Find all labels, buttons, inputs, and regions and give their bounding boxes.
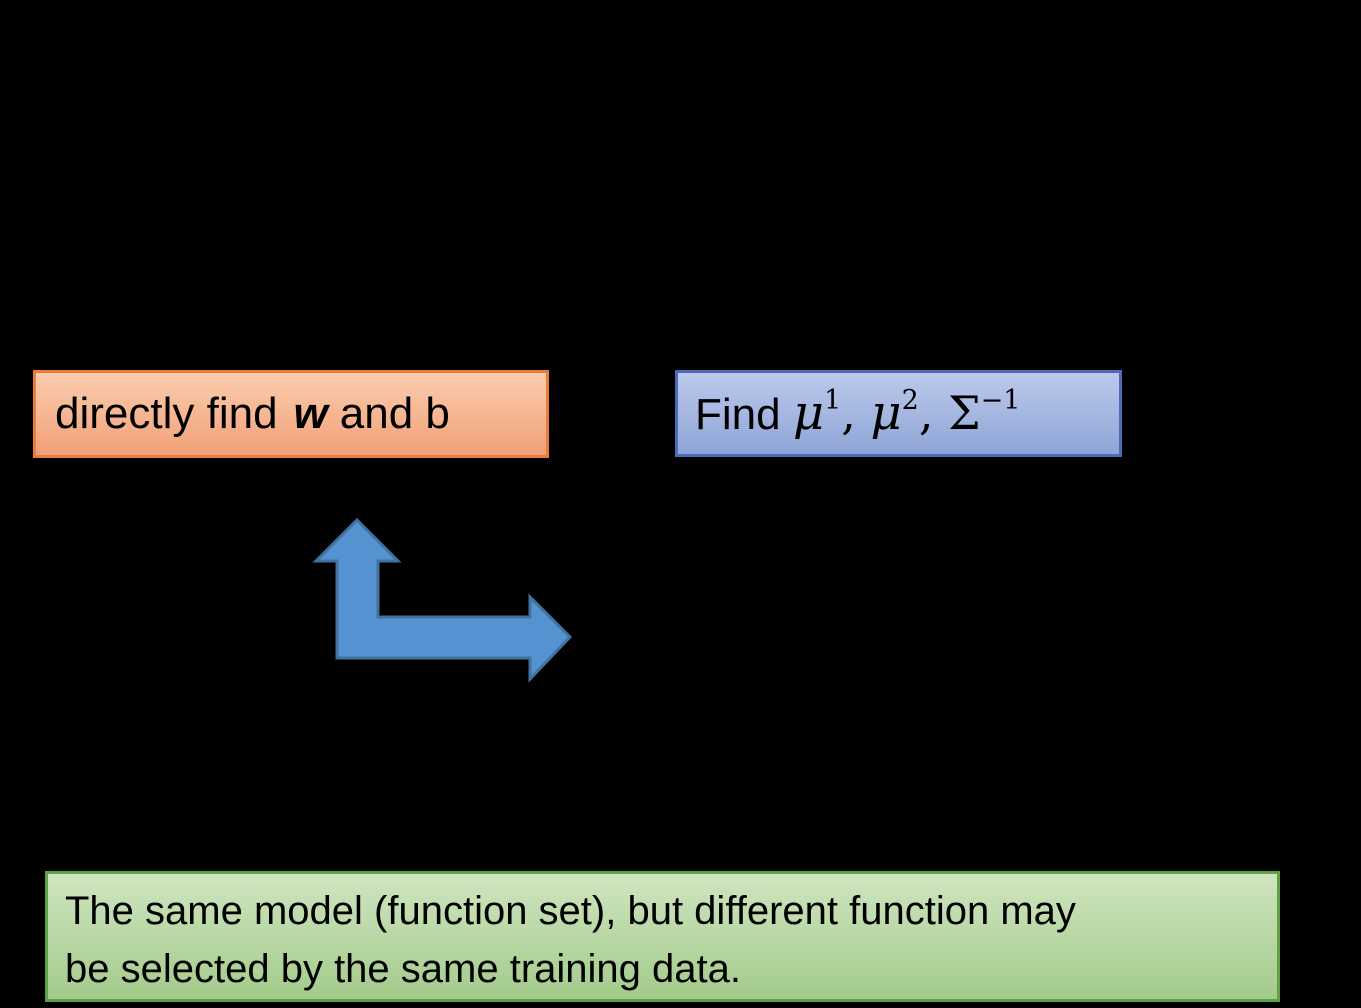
sigma-symbol: Σ [948,386,981,440]
discriminative-label-suffix: and b [339,389,450,438]
mu2-symbol: μ [870,385,902,441]
generative-label: Find μ1, μ2, Σ−1 [695,387,1020,440]
separator-2: , [918,386,949,440]
mu1-superscript: 1 [824,385,842,416]
discriminative-label-prefix: directly find [55,389,278,438]
note-box: The same model (function set), but diffe… [45,871,1280,1002]
w-symbol: w [293,389,328,438]
mu2-superscript: 2 [901,385,919,416]
find-label: Find [695,390,793,439]
separator-1: , [841,386,871,440]
mu1-symbol: μ [792,385,825,441]
note-line-2: be selected by the same training data. [65,947,741,991]
note-line-1: The same model (function set), but diffe… [65,889,1076,933]
sigma-inverse-superscript: −1 [980,385,1021,416]
elbow-arrow-shape [312,517,573,683]
generative-box: Find μ1, μ2, Σ−1 [675,370,1122,457]
